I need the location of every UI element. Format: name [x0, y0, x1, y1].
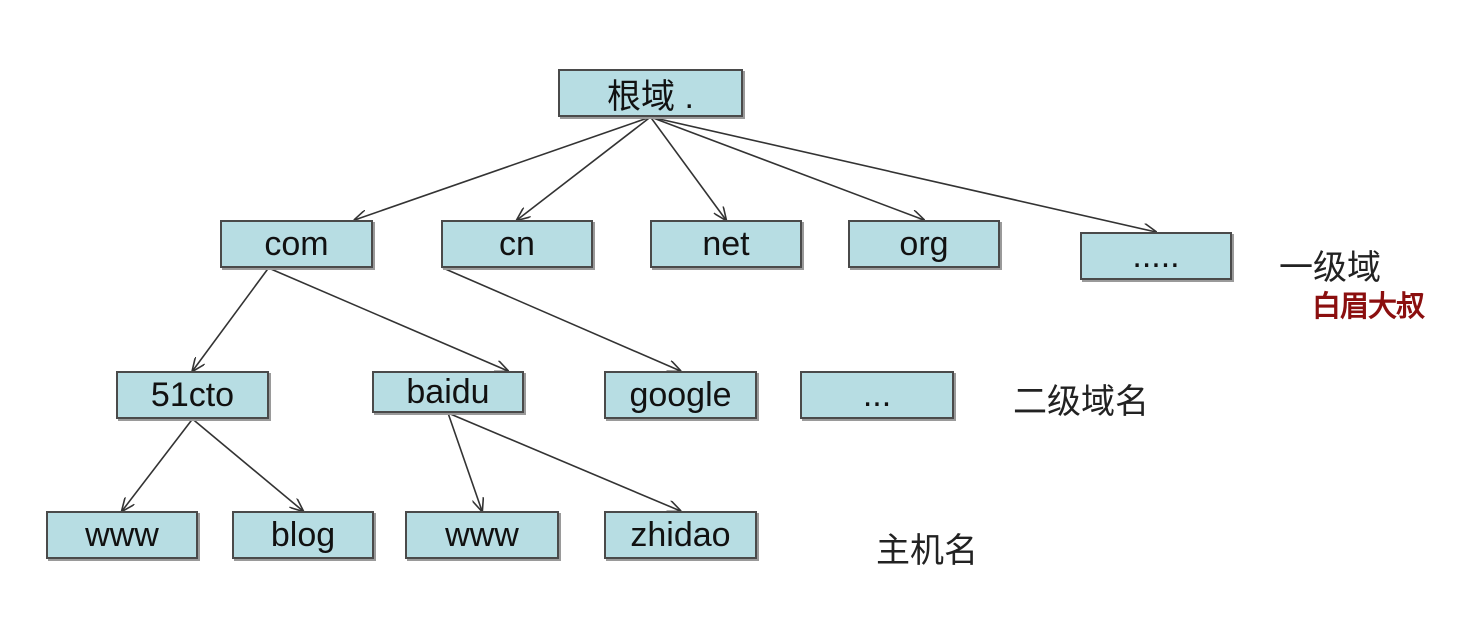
- host-name-label: 主机名: [876, 531, 978, 571]
- watermark-text: 白眉大叔: [1312, 289, 1425, 323]
- tld-com-node: com: [220, 220, 373, 268]
- edge-com-to-baidu: [268, 267, 509, 371]
- edge-cto51-to-blog: [191, 418, 304, 511]
- root-domain-node: 根域 .: [558, 69, 743, 117]
- tld-org-node: org: [848, 220, 1000, 268]
- second-level-domain-label: 二级域名: [1013, 382, 1149, 422]
- edge-cn-to-google: [442, 267, 681, 371]
- sld-51cto-node: 51cto: [116, 371, 269, 419]
- edge-baidu-to-www2: [447, 412, 482, 511]
- sld-more-node: ...: [800, 371, 954, 419]
- edge-root-to-org: [650, 116, 925, 220]
- tld-net-node: net: [650, 220, 802, 268]
- top-level-domain-label: 一级域: [1279, 248, 1381, 288]
- host-blog-node: blog: [232, 511, 374, 559]
- host-www-51cto-node: www: [46, 511, 198, 559]
- edge-root-to-tld_more: [650, 116, 1157, 232]
- host-www-baidu-node: www: [405, 511, 559, 559]
- tld-more-node: .....: [1080, 232, 1232, 280]
- edge-root-to-net: [649, 116, 727, 220]
- edge-root-to-com: [355, 116, 651, 220]
- edge-cto51-to-www1: [122, 418, 194, 511]
- edge-root-to-cn: [517, 116, 651, 220]
- edge-com-to-cto51: [193, 267, 270, 371]
- host-zhidao-node: zhidao: [604, 511, 757, 559]
- edge-baidu-to-zhidao: [447, 412, 681, 511]
- sld-google-node: google: [604, 371, 757, 419]
- tld-cn-node: cn: [441, 220, 593, 268]
- sld-baidu-node: baidu: [372, 371, 524, 413]
